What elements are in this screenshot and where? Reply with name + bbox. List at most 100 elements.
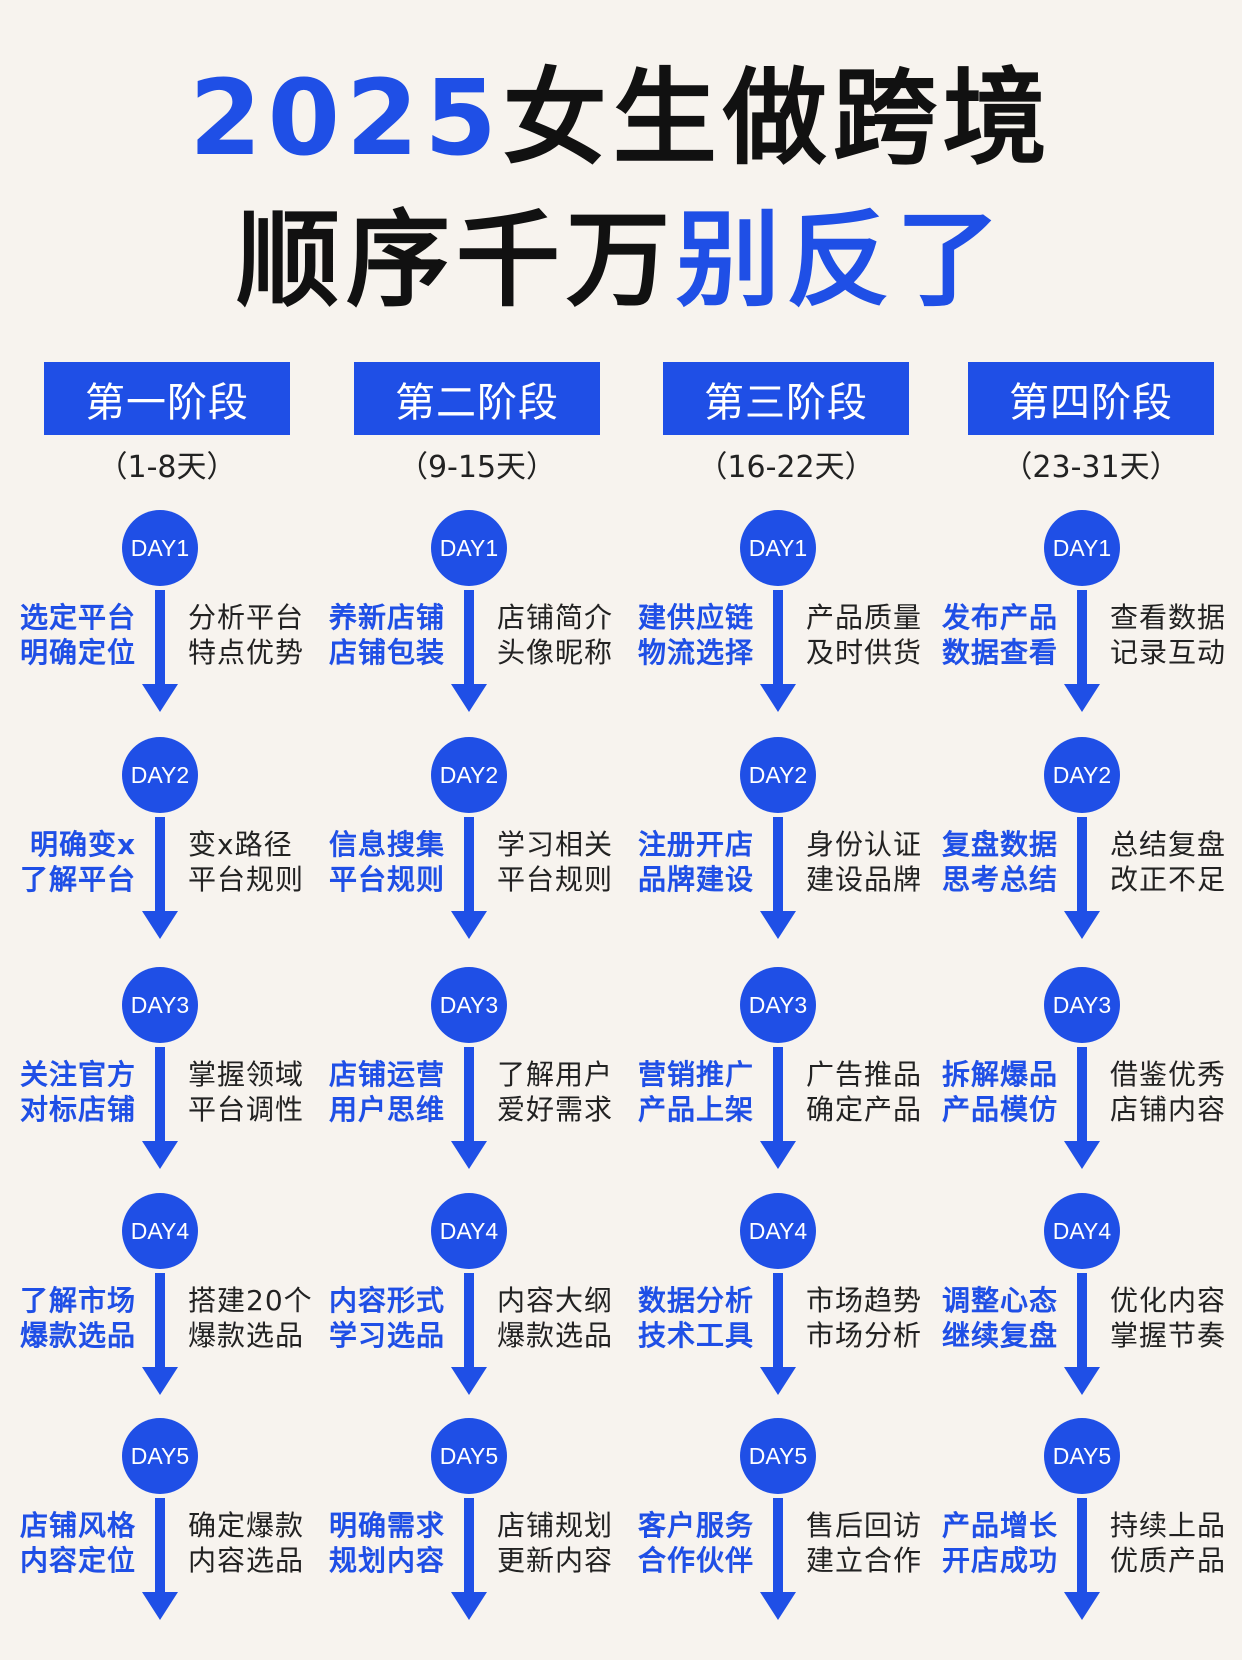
day-task-detail-line: 店铺内容 xyxy=(1110,1093,1227,1126)
stage-range: （16-22天） xyxy=(697,450,875,485)
day-badge: DAY3 xyxy=(122,967,198,1043)
day-task-main-line: 爆款选品 xyxy=(19,1319,136,1352)
day-task-main: 发布产品数据查看 xyxy=(942,600,1058,670)
day-task-main-line: 了解平台 xyxy=(19,863,136,896)
day-task-main-line: 对标店铺 xyxy=(19,1093,136,1126)
day-task-main: 客户服务合作伙伴 xyxy=(638,1508,754,1578)
down-arrow-icon xyxy=(1064,1273,1100,1395)
day-task-main-line: 开店成功 xyxy=(941,1544,1058,1577)
day-badge: DAY5 xyxy=(740,1418,816,1494)
down-arrow-icon xyxy=(142,817,178,939)
day-task-detail-line: 分析平台 xyxy=(188,601,305,634)
day-task-main-line: 物流选择 xyxy=(637,636,754,669)
day-badge: DAY3 xyxy=(1044,967,1120,1043)
day-task-detail-line: 掌握节奏 xyxy=(1110,1319,1227,1352)
page-title-line-2: 顺序千万别反了 xyxy=(0,200,1242,320)
day-task-detail: 查看数据记录互动 xyxy=(1110,600,1226,670)
day-task-detail: 搭建20个爆款选品 xyxy=(188,1283,313,1353)
day-task-main: 店铺风格内容定位 xyxy=(20,1508,136,1578)
day-task-detail-line: 头像昵称 xyxy=(497,636,614,669)
day-task-main-line: 建供应链 xyxy=(637,601,754,634)
day-task-main-line: 平台规则 xyxy=(328,863,445,896)
stage-range: （1-8天） xyxy=(97,450,237,485)
day-badge: DAY2 xyxy=(1044,737,1120,813)
day-task-detail-line: 特点优势 xyxy=(188,636,305,669)
title-line2-black: 顺序千万 xyxy=(235,199,676,321)
day-task-main: 产品增长开店成功 xyxy=(942,1508,1058,1578)
day-task-main-line: 内容定位 xyxy=(19,1544,136,1577)
day-task-detail-line: 平台调性 xyxy=(188,1093,305,1126)
title-line1-rest: 女生做跨境 xyxy=(502,57,1053,179)
day-task-detail-line: 建立合作 xyxy=(806,1544,923,1577)
down-arrow-icon xyxy=(142,1047,178,1169)
down-arrow-icon xyxy=(760,817,796,939)
down-arrow-icon xyxy=(760,590,796,712)
day-task-main: 店铺运营用户思维 xyxy=(329,1057,445,1127)
day-task-main: 拆解爆品产品模仿 xyxy=(942,1057,1058,1127)
day-task-main: 建供应链物流选择 xyxy=(638,600,754,670)
down-arrow-icon xyxy=(1064,1498,1100,1620)
day-task-detail-line: 身份认证 xyxy=(806,828,923,861)
down-arrow-icon xyxy=(760,1273,796,1395)
day-task-main-line: 注册开店 xyxy=(637,828,754,861)
day-task-main: 复盘数据思考总结 xyxy=(942,827,1058,897)
day-task-detail-line: 总结复盘 xyxy=(1110,828,1227,861)
day-task-detail: 确定爆款内容选品 xyxy=(188,1508,304,1578)
day-task-detail: 借鉴优秀店铺内容 xyxy=(1110,1057,1226,1127)
day-task-main-line: 技术工具 xyxy=(637,1319,754,1352)
day-task-main-line: 合作伙伴 xyxy=(637,1544,754,1577)
day-task-detail-line: 店铺简介 xyxy=(497,601,614,634)
day-task-main-line: 选定平台 xyxy=(19,601,136,634)
day-badge: DAY5 xyxy=(122,1418,198,1494)
day-badge: DAY4 xyxy=(740,1193,816,1269)
day-task-main-line: 店铺运营 xyxy=(328,1058,445,1091)
day-task-detail: 分析平台特点优势 xyxy=(188,600,304,670)
day-task-detail-line: 店铺规划 xyxy=(497,1509,614,1542)
day-task-main-line: 明确定位 xyxy=(19,636,136,669)
down-arrow-icon xyxy=(142,590,178,712)
day-task-detail-line: 确定爆款 xyxy=(188,1509,305,1542)
page-title-line-1: 2025女生做跨境 xyxy=(0,58,1242,178)
day-task-main: 内容形式学习选品 xyxy=(329,1283,445,1353)
day-task-detail-line: 学习相关 xyxy=(497,828,614,861)
day-task-detail-line: 平台规则 xyxy=(188,863,305,896)
day-badge: DAY2 xyxy=(740,737,816,813)
day-task-main-line: 客户服务 xyxy=(637,1509,754,1542)
day-task-main-line: 养新店铺 xyxy=(328,601,445,634)
day-task-detail: 售后回访建立合作 xyxy=(806,1508,922,1578)
day-task-detail-line: 市场趋势 xyxy=(806,1284,923,1317)
day-badge: DAY2 xyxy=(122,737,198,813)
down-arrow-icon xyxy=(142,1273,178,1395)
day-badge: DAY1 xyxy=(740,510,816,586)
day-badge: DAY3 xyxy=(740,967,816,1043)
day-task-detail: 变x路径平台规则 xyxy=(188,827,304,897)
down-arrow-icon xyxy=(760,1498,796,1620)
day-task-main-line: 明确变x xyxy=(29,828,136,861)
stage-header: 第一阶段 xyxy=(44,362,290,435)
day-task-main-line: 复盘数据 xyxy=(941,828,1058,861)
day-task-detail-line: 了解用户 xyxy=(497,1058,614,1091)
day-task-main-line: 学习选品 xyxy=(328,1319,445,1352)
day-task-main-line: 店铺风格 xyxy=(19,1509,136,1542)
day-task-main-line: 数据查看 xyxy=(941,636,1058,669)
day-task-detail: 学习相关平台规则 xyxy=(497,827,613,897)
day-task-detail-line: 更新内容 xyxy=(497,1544,614,1577)
day-task-detail-line: 建设品牌 xyxy=(806,863,923,896)
day-task-main-line: 产品模仿 xyxy=(941,1093,1058,1126)
down-arrow-icon xyxy=(451,1047,487,1169)
day-badge: DAY1 xyxy=(122,510,198,586)
day-task-main-line: 营销推广 xyxy=(637,1058,754,1091)
day-task-main-line: 产品上架 xyxy=(637,1093,754,1126)
day-task-main-line: 信息搜集 xyxy=(328,828,445,861)
down-arrow-icon xyxy=(1064,817,1100,939)
day-task-main-line: 产品增长 xyxy=(941,1509,1058,1542)
day-task-main: 选定平台明确定位 xyxy=(20,600,136,670)
stage-header: 第三阶段 xyxy=(663,362,909,435)
day-task-detail-line: 改正不足 xyxy=(1110,863,1227,896)
day-task-main-line: 调整心态 xyxy=(941,1284,1058,1317)
day-task-detail-line: 售后回访 xyxy=(806,1509,923,1542)
day-task-main-line: 了解市场 xyxy=(19,1284,136,1317)
day-task-detail-line: 产品质量 xyxy=(806,601,923,634)
day-task-detail-line: 爆款选品 xyxy=(497,1319,614,1352)
day-badge: DAY4 xyxy=(431,1193,507,1269)
